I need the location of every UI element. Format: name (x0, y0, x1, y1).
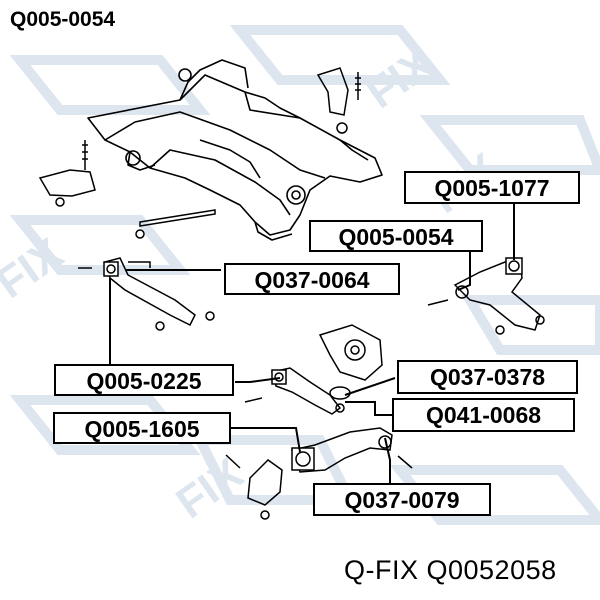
watermark-text: FIX (0, 229, 72, 308)
upper-arm-drawing (427, 257, 545, 335)
lateral-link-drawing (78, 257, 215, 331)
left-bracket-drawing (38, 140, 96, 207)
callout-q005-0054: Q005-0054 (309, 220, 483, 252)
page-title: Q005-0054 (10, 8, 116, 31)
brand-footer: Q-FIX Q0052058 (344, 555, 557, 585)
knuckle-drawing (318, 324, 383, 381)
callout-q005-1077: Q005-1077 (404, 171, 580, 204)
callout-q005-0225: Q005-0225 (54, 364, 234, 396)
callout-q037-0378: Q037-0378 (397, 360, 578, 394)
watermark-text: FIX (168, 449, 252, 528)
subframe-drawing (87, 59, 383, 241)
callout-q037-0064: Q037-0064 (224, 263, 400, 295)
upper-bracket-drawing (316, 67, 361, 134)
callout-q037-0079: Q037-0079 (313, 483, 491, 516)
watermark-text: FIX (358, 39, 442, 118)
stabilizer-rod-drawing (135, 209, 216, 239)
callout-q041-0068: Q041-0068 (392, 398, 575, 432)
lower-bracket-drawing (225, 454, 283, 520)
lower-arm-drawing (291, 427, 413, 473)
callout-q005-1605: Q005-1605 (53, 412, 231, 444)
lower-link-drawing (244, 367, 351, 415)
